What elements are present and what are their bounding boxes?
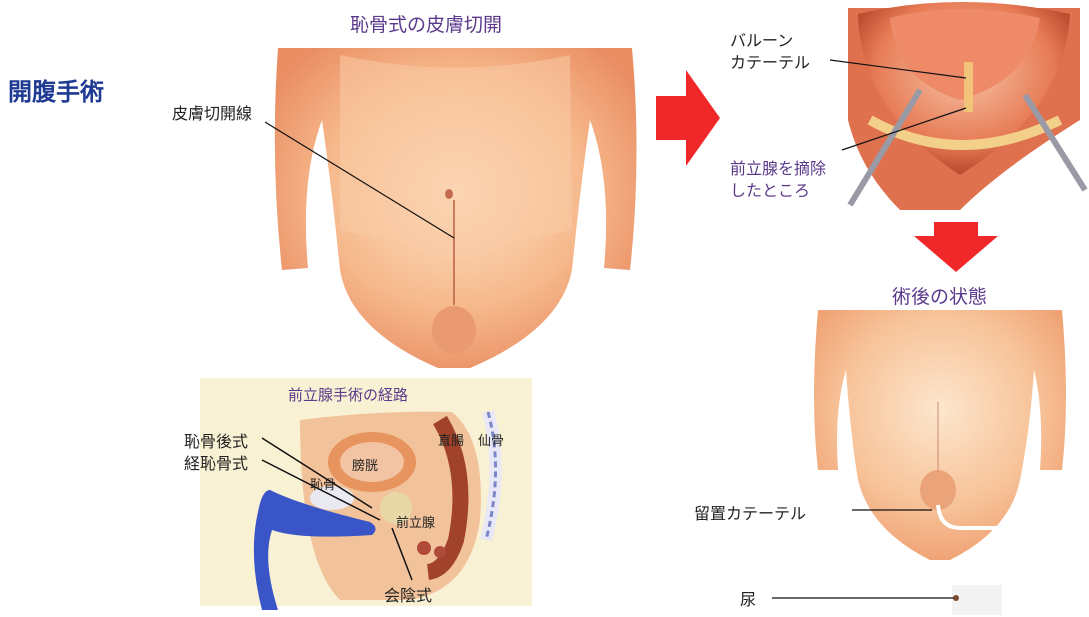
arrow-down-icon: [914, 222, 998, 272]
retropubic-route-label: 恥骨後式: [184, 428, 248, 452]
bladder-label: 膀胱: [352, 455, 378, 474]
balloon-catheter-label: バルーン カテーテル: [730, 30, 810, 74]
torso-illustration-postop: [814, 310, 1066, 615]
prostate-label: 前立腺: [396, 512, 435, 531]
urine-label: 尿: [740, 586, 756, 610]
incision-line-label: 皮膚切開線: [172, 100, 252, 124]
torso-illustration-incision: [275, 48, 637, 368]
surgery-illustration: [848, 2, 1085, 210]
pubis-label: 恥骨: [310, 474, 336, 493]
perineal-route-label: 会陰式: [384, 582, 432, 606]
postop-heading: 術後の状態: [892, 282, 987, 309]
sacrum-label: 仙骨: [478, 430, 504, 449]
indwelling-catheter-label: 留置カテーテル: [694, 500, 806, 524]
routes-heading: 前立腺手術の経路: [288, 384, 408, 405]
transpubic-route-label: 経恥骨式: [184, 450, 248, 474]
rectum-label: 直腸: [438, 430, 464, 449]
prostate-removed-label: 前立腺を摘除 したところ: [730, 158, 826, 202]
arrow-right-icon: [656, 70, 720, 166]
